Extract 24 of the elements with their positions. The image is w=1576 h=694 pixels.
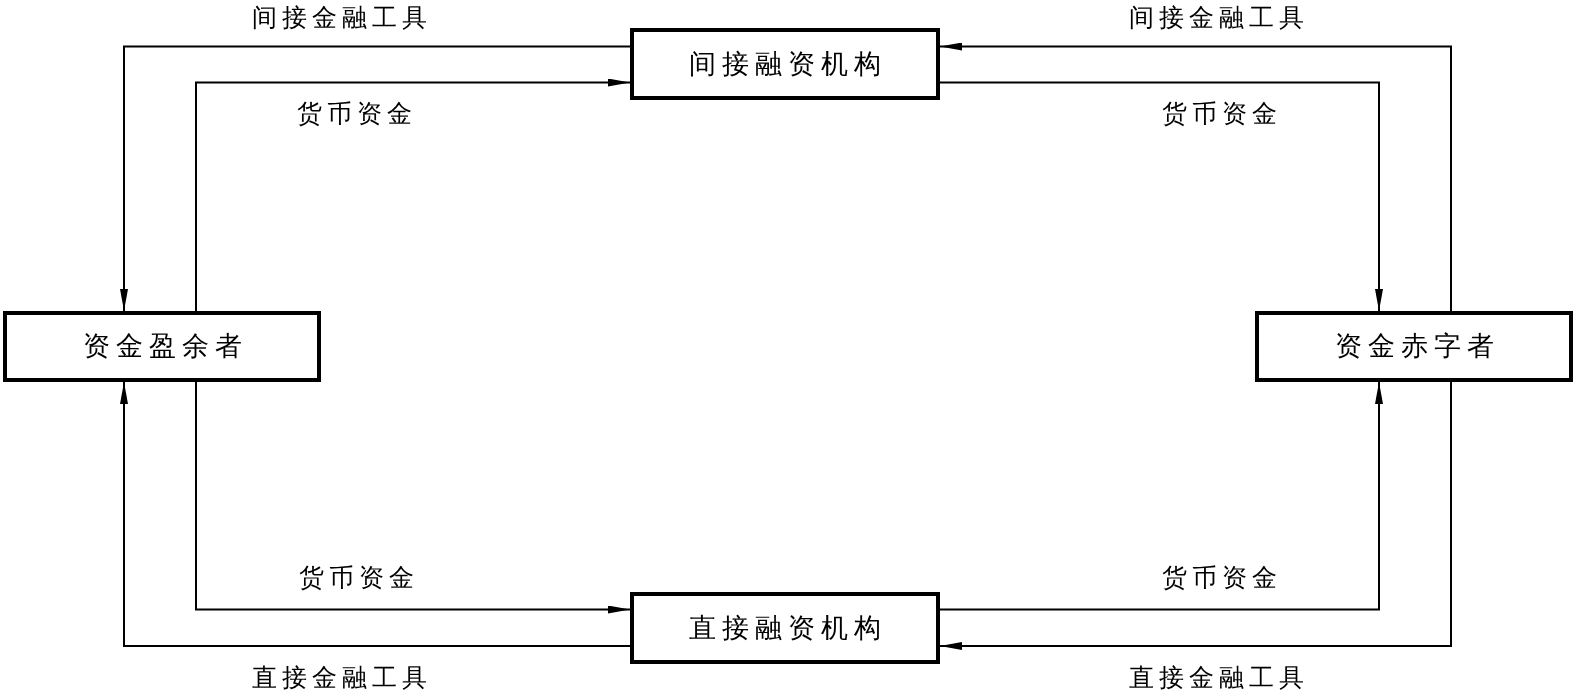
arrow xyxy=(939,81,1383,312)
node-label: 资金赤字者 xyxy=(1333,330,1500,363)
arrow xyxy=(120,381,631,647)
node-label: 资金盈余者 xyxy=(81,330,248,363)
edge-label: 间接金融工具 xyxy=(250,3,432,33)
edge-label: 直接金融工具 xyxy=(250,663,432,693)
node-label: 直接融资机构 xyxy=(688,611,887,645)
edge-label: 货币资金 xyxy=(1160,99,1282,129)
arrow xyxy=(195,78,631,312)
edge-label: 货币资金 xyxy=(297,563,419,593)
arrow xyxy=(195,381,631,614)
edge-label: 间接金融工具 xyxy=(1127,3,1309,33)
arrow xyxy=(939,381,1383,611)
process-box xyxy=(630,28,940,100)
node-label: 间接融资机构 xyxy=(688,47,887,81)
arrow xyxy=(120,45,631,312)
process-box xyxy=(3,311,321,382)
arrow xyxy=(939,42,1452,312)
process-box xyxy=(1255,311,1573,382)
edge-label: 直接金融工具 xyxy=(1127,663,1309,693)
edge-label: 货币资金 xyxy=(295,99,417,129)
arrow xyxy=(939,381,1452,650)
edge-label: 货币资金 xyxy=(1160,563,1282,593)
process-box xyxy=(630,592,940,664)
